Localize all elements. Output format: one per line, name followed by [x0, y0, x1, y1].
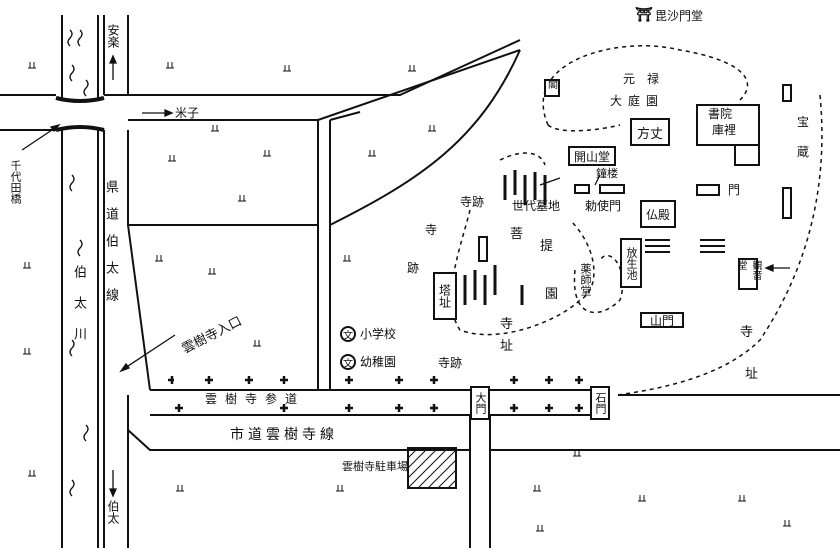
label-shogakko: 小学校	[360, 327, 397, 341]
kindergarten-mark: 文	[343, 358, 353, 370]
label-yakushido: 薬師堂	[579, 263, 592, 296]
label-ato-a: 跡	[407, 261, 420, 275]
label-zo: 蔵	[797, 145, 810, 159]
label-kaisando: 開山堂	[573, 149, 610, 164]
road-curve-b	[329, 49, 521, 226]
river-squiggles	[67, 29, 89, 497]
label-tou: 塔址	[437, 284, 452, 308]
label-hojo: 方丈	[636, 126, 663, 142]
label-sekimon: 石門	[594, 392, 607, 414]
shoin-building	[696, 104, 760, 146]
label-sanmon: 山門	[649, 313, 674, 328]
daimon-box: 大門	[470, 386, 490, 420]
label-shi-d: 址	[745, 367, 759, 382]
label-yoneko: 米子	[175, 106, 200, 120]
bridge-top	[55, 96, 105, 103]
hojo-box: 方丈	[630, 118, 670, 146]
bodai-boundary	[450, 209, 595, 336]
small-monument	[478, 236, 488, 262]
school-mark: 文	[343, 330, 353, 342]
label-butsuden: 仏殿	[645, 207, 670, 222]
label-kuri: 庫裡	[712, 123, 737, 137]
small-hall-1	[782, 84, 792, 102]
pond-boundary	[573, 254, 624, 314]
label-sando: 雲樹寺参道	[205, 392, 306, 406]
label-mon: 門	[728, 183, 741, 197]
arrows	[21, 54, 790, 498]
road-upper-a	[104, 39, 521, 96]
kuri-building	[734, 144, 760, 166]
label-ji-a: 寺	[425, 223, 438, 237]
label-gate-small: 閣	[548, 80, 558, 91]
field-marks	[23, 62, 791, 532]
label-bishamondo: 毘沙門堂	[655, 9, 704, 23]
torii-mark: ⛩	[635, 7, 653, 23]
label-jiseki-c: 寺跡	[438, 356, 463, 370]
label-ji-b: 寺	[500, 317, 514, 332]
road-upper-c	[329, 111, 361, 121]
label-bodai-bo: 菩	[510, 227, 524, 242]
road-vertical-right-a	[127, 130, 151, 391]
label-shoro: 鐘楼	[596, 167, 618, 180]
sekimon-box: 石門	[590, 386, 610, 420]
chokushi-bar	[599, 184, 625, 194]
label-sedaibochi: 世代墓地	[512, 199, 561, 213]
sanmon-box: 山門	[640, 312, 684, 328]
parking-hatch	[407, 447, 457, 489]
east-boundary	[617, 94, 823, 396]
label-houjou: 放生池	[625, 246, 638, 280]
label-hakutagawa: 伯太川	[71, 265, 86, 358]
label-jiseki-a: 寺跡	[460, 195, 485, 209]
label-shoin: 書院	[708, 107, 733, 121]
label-ji-d: 寺	[740, 325, 754, 340]
label-anraku: 安楽	[106, 24, 120, 48]
kaisando-box: 開山堂	[568, 146, 616, 166]
kindergarten-icon: 文	[340, 354, 356, 370]
label-bodai-dai: 提	[540, 239, 554, 254]
bishamon-small-gate	[544, 79, 560, 97]
label-shido: 市道雲樹寺線	[230, 427, 338, 443]
label-shi-b: 址	[500, 339, 514, 354]
garden-boundary	[542, 45, 749, 126]
houjou-box: 放生池	[620, 238, 642, 288]
label-hakuta: 伯太	[106, 500, 120, 524]
label-chushajo: 雲樹寺駐車場	[342, 460, 408, 473]
trees	[168, 376, 583, 412]
gate-bar	[696, 184, 720, 196]
label-bodai-en: 園	[545, 287, 559, 302]
label-genroku-1: 元 禄	[623, 72, 660, 86]
label-kannondo: 観音堂	[735, 260, 761, 280]
label-genroku-2: 大庭園	[610, 94, 665, 108]
chokushi-small	[574, 184, 590, 194]
label-daimon: 大門	[474, 392, 487, 414]
kannondo-box: 観音堂	[735, 258, 761, 290]
butsuden-box: 仏殿	[640, 200, 676, 228]
label-kendo: 県道伯太線	[103, 180, 118, 315]
school-icon: 文	[340, 326, 356, 342]
grave-stones	[463, 170, 547, 305]
label-takara: 宝	[797, 115, 810, 129]
label-yochien: 幼稚園	[360, 355, 397, 369]
label-sendaihashi: 千代田橋	[9, 160, 22, 204]
tou-box: 塔址	[433, 272, 457, 320]
small-hall-2	[782, 187, 792, 219]
bridge-bottom	[55, 125, 105, 132]
label-chokushimon: 勅使門	[585, 199, 622, 213]
dashed-boundaries	[450, 45, 823, 396]
